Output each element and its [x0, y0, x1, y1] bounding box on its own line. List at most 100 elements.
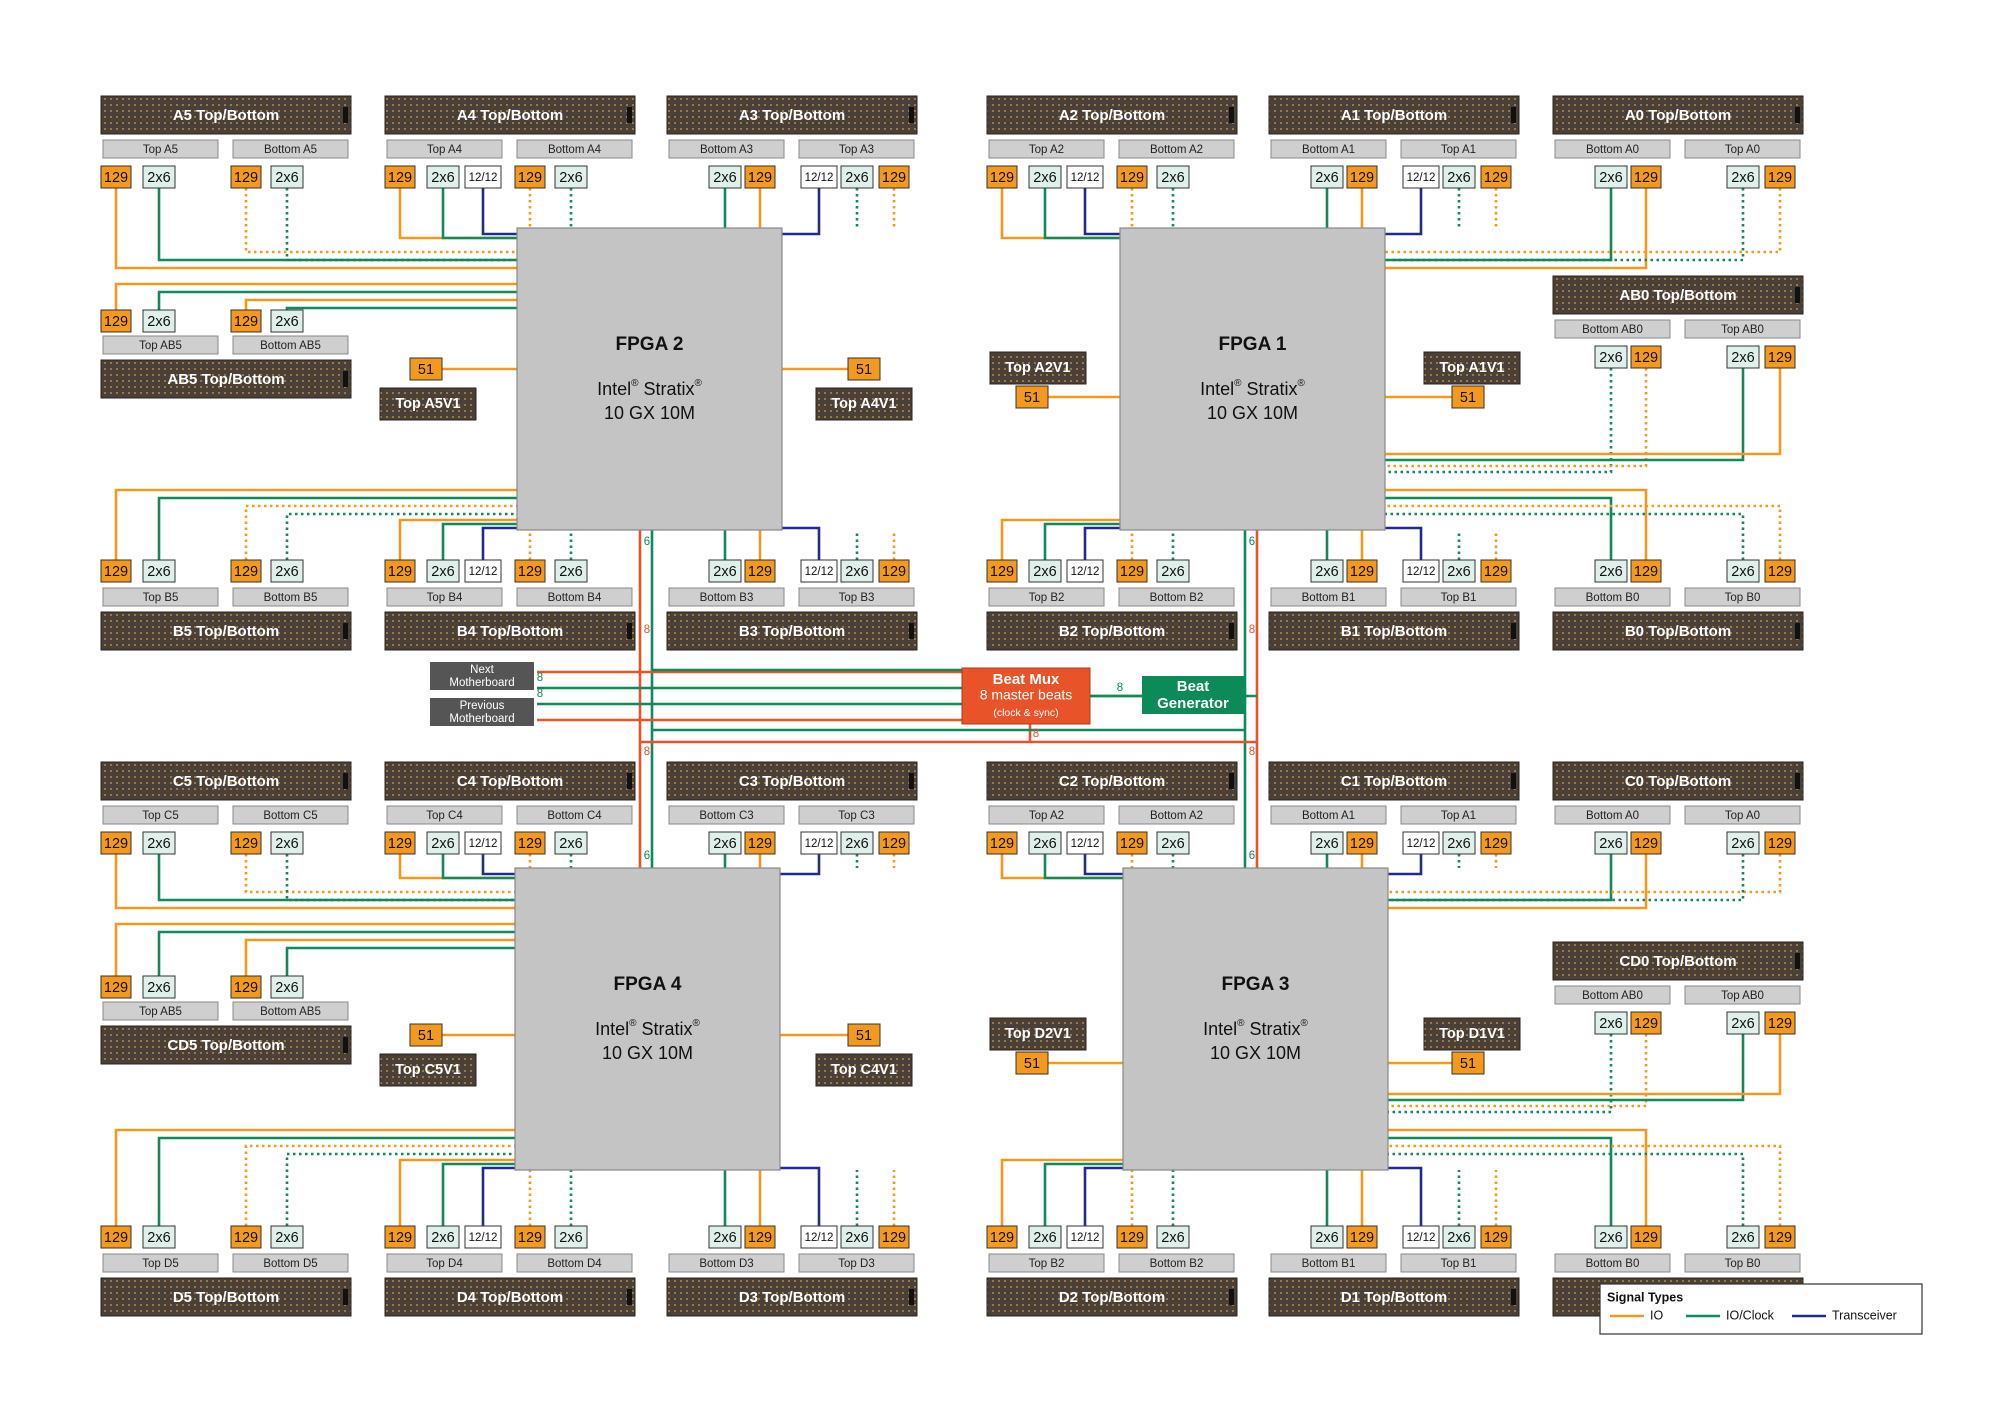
previous-motherboard	[430, 698, 534, 726]
io-badge-text: 129	[1120, 564, 1144, 580]
ioclock-badge	[142, 831, 176, 855]
io-badge	[230, 1225, 262, 1249]
connector-latch	[627, 1289, 632, 1305]
bus-label: 8	[1249, 624, 1255, 636]
ioclock-wire-dotted	[285, 512, 517, 560]
sub-connector-tag	[232, 335, 349, 355]
ioclock-badge	[1310, 559, 1344, 583]
ioclock-badge-text: 2x6	[1033, 1230, 1056, 1246]
io-wire	[1385, 488, 1648, 560]
connector-body	[986, 761, 1238, 801]
legend-title: Signal Types	[1607, 1290, 1683, 1304]
transceiver-badge-text: 12/12	[469, 566, 498, 578]
beat-generator-line2: Generator	[1157, 695, 1229, 712]
io-badge	[100, 831, 132, 855]
vconn-Top A2V1	[989, 351, 1087, 385]
transceiver-wire	[782, 188, 821, 236]
ioclock-wire	[1385, 496, 1613, 560]
ioclock-badge	[708, 559, 742, 583]
ioclock-badge-text: 2x6	[1731, 170, 1754, 186]
ioclock-badge-text: 2x6	[559, 836, 582, 852]
vio-badge-text: 51	[1024, 390, 1040, 406]
ioclock-wire	[1388, 1136, 1613, 1226]
sub-connector-tag	[516, 587, 633, 607]
connector-body	[384, 1277, 636, 1317]
conn-top_row1-4-connector: A1 Top/Bottom	[1268, 95, 1520, 135]
vio-badge	[409, 357, 443, 381]
io-badge-text: 129	[104, 564, 128, 580]
io-badge-text: 129	[518, 170, 542, 186]
sub-connector-label: Top D4	[426, 1258, 463, 1270]
transceiver-wire	[1385, 188, 1423, 236]
sub-connector-tag	[798, 1253, 915, 1273]
io-badge	[1116, 831, 1148, 855]
ioclock-badge-text: 2x6	[275, 564, 298, 580]
fpga4-family: Intel® Stratix®	[595, 1018, 700, 1039]
conn-row1_bottom-4-connector: B1 Top/Bottom	[1268, 611, 1520, 651]
sub-connector-tag	[386, 139, 503, 159]
io-badge-text: 129	[1634, 1230, 1658, 1246]
sub-connector-tag	[1554, 139, 1671, 159]
io-wire-dotted	[1388, 854, 1782, 894]
sub-connector-tag	[1554, 587, 1671, 607]
sub-connector-tag	[668, 805, 785, 825]
transceiver-badge-text: 12/12	[1407, 172, 1436, 184]
vconn-Top D1V1	[1423, 1017, 1521, 1051]
sub-connector-tag	[1400, 587, 1517, 607]
ioclock-badge	[142, 165, 176, 189]
vio-badge-text: 51	[1460, 390, 1476, 406]
io-badge	[1630, 831, 1662, 855]
fpga2-title: FPGA 2	[616, 334, 684, 355]
ioclock-badge-text: 2x6	[713, 564, 736, 580]
io-badge-text: 129	[518, 564, 542, 580]
vconn-Top C5V1	[379, 1053, 477, 1087]
ioclock-wire-dotted	[285, 854, 515, 902]
connector-latch	[1229, 107, 1234, 123]
io-wire	[1385, 368, 1782, 456]
sub-connector-label: Bottom A1	[1302, 810, 1355, 822]
io-badge-text: 129	[234, 314, 258, 330]
bus-label: 8	[1117, 682, 1123, 694]
connector-label: B0 Top/Bottom	[1625, 623, 1731, 640]
io-badge	[1630, 165, 1662, 189]
io-badge	[514, 559, 546, 583]
transceiver-badge	[800, 165, 838, 189]
io-badge	[986, 1225, 1018, 1249]
io-badge-text: 129	[748, 564, 772, 580]
ioclock-badge-text: 2x6	[1315, 170, 1338, 186]
sub-connector-tag	[1400, 1253, 1517, 1273]
ioclock-badge	[270, 831, 304, 855]
io-badge	[986, 165, 1018, 189]
io-badge	[1346, 1225, 1378, 1249]
ioclock-badge-text: 2x6	[1731, 1230, 1754, 1246]
sub-connector-label: Bottom B0	[1586, 1258, 1640, 1270]
sub-connector-label: Bottom AB0	[1582, 324, 1643, 336]
ioclock-badge-text: 2x6	[559, 564, 582, 580]
connector-latch	[343, 1289, 348, 1305]
fpga4-model: 10 GX 10M	[602, 1043, 693, 1063]
connector-label: D4 Top/Bottom	[457, 1289, 563, 1306]
sub-connector-tag	[798, 805, 915, 825]
io-badge-text: 129	[1634, 564, 1658, 580]
sub-connector-tag	[102, 587, 219, 607]
connector-latch	[627, 773, 632, 789]
io-wire	[1388, 1128, 1648, 1226]
sub-connector-tag	[988, 805, 1105, 825]
io-badge-text: 129	[234, 170, 258, 186]
transceiver-badge	[1066, 831, 1104, 855]
bus-label: 8	[1033, 728, 1039, 740]
connector-label: D1 Top/Bottom	[1341, 1289, 1447, 1306]
io-badge	[744, 165, 776, 189]
ioclock-wire	[157, 290, 517, 310]
ioclock-badge-text: 2x6	[713, 836, 736, 852]
io-badge-text: 129	[1634, 1016, 1658, 1032]
ioclock-wire-dotted	[285, 1152, 515, 1226]
connector-body	[1552, 611, 1804, 651]
io-badge	[384, 831, 416, 855]
ioclock-badge-text: 2x6	[1731, 1016, 1754, 1032]
io-badge-text: 129	[1634, 350, 1658, 366]
sub-connector-label: Bottom C4	[547, 810, 602, 822]
sub-connector-tag	[988, 1253, 1105, 1273]
conn-top_row2-4-connector: C1 Top/Bottom	[1268, 761, 1520, 801]
